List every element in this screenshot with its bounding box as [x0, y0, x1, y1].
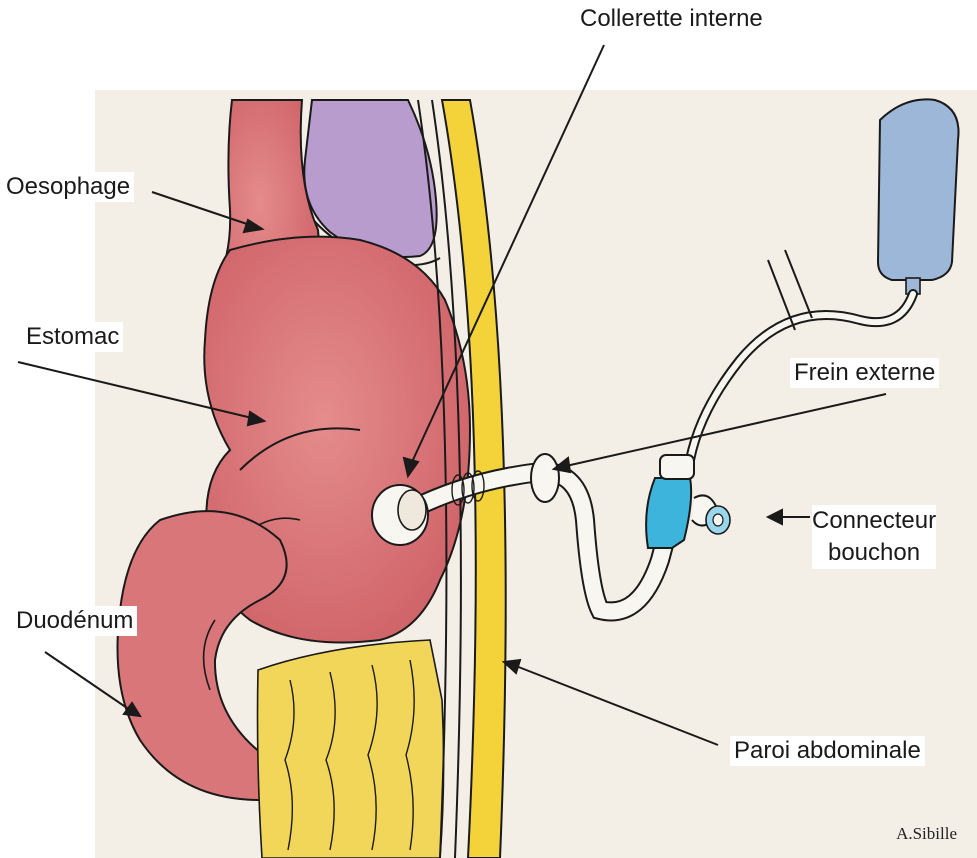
label-frein-externe: Frein externe [790, 358, 939, 388]
connector-piece [646, 478, 691, 548]
label-oesophage: Oesophage [2, 172, 134, 202]
label-estomac: Estomac [22, 322, 123, 352]
label-connecteur-line2: bouchon [812, 537, 936, 569]
fat-shape [258, 640, 444, 858]
label-collerette-interne: Collerette interne [576, 4, 767, 34]
feeding-bag [878, 99, 959, 280]
label-connecteur-bouchon: Connecteur bouchon [808, 505, 940, 569]
external-bolster [531, 454, 559, 502]
label-duodenum: Duodénum [12, 606, 137, 636]
label-paroi-abdominale: Paroi abdominale [730, 736, 925, 766]
artist-signature: A.Sibille [896, 824, 957, 844]
label-connecteur-line1: Connecteur [812, 505, 936, 537]
